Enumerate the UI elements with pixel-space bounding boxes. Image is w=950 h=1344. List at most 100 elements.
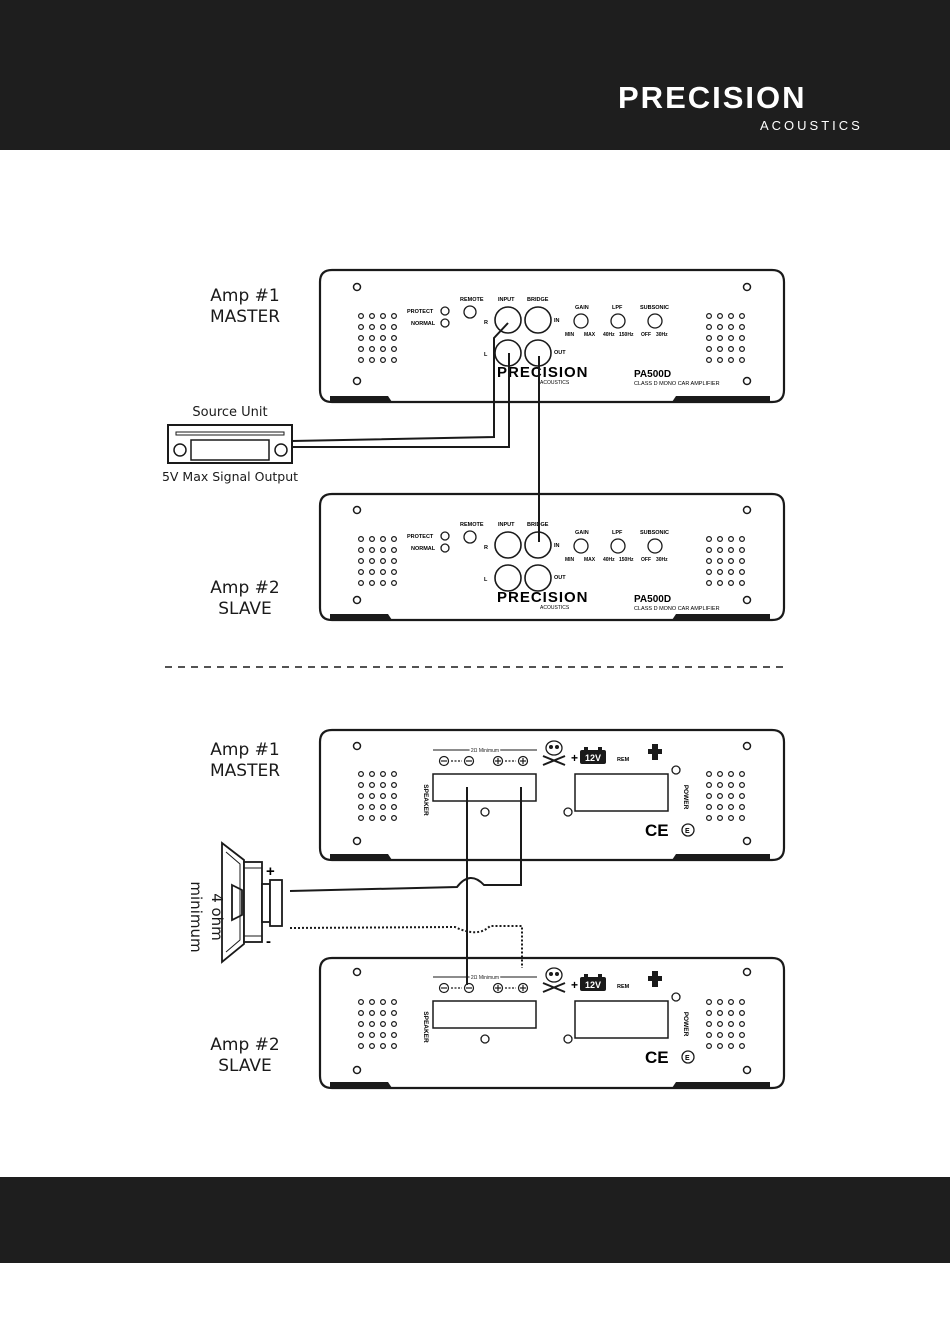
normal-label: NORMAL bbox=[411, 321, 436, 327]
remote-label: REMOTE bbox=[460, 297, 484, 303]
vent-hole bbox=[369, 579, 376, 586]
vent-hole bbox=[717, 324, 724, 331]
vent-grid bbox=[705, 312, 746, 363]
vent-hole bbox=[357, 324, 365, 331]
vent-hole bbox=[728, 356, 735, 363]
vent-grid bbox=[357, 312, 398, 363]
vent-hole bbox=[717, 793, 724, 800]
vent-hole bbox=[357, 1021, 365, 1028]
vent-hole bbox=[728, 535, 735, 543]
power-label: POWER bbox=[682, 785, 689, 810]
r-label: R bbox=[484, 320, 488, 326]
vent-hole bbox=[357, 814, 365, 821]
vent-hole bbox=[705, 1042, 713, 1049]
vent-hole bbox=[357, 335, 365, 342]
emark-label: E bbox=[685, 828, 690, 835]
ohm-min-label: 2Ω Minimum bbox=[471, 748, 499, 754]
bottom-amp2-number: Amp #2 bbox=[210, 1035, 280, 1055]
vent-grid bbox=[357, 998, 398, 1049]
vent-hole bbox=[739, 1032, 746, 1039]
ce-mark: CE bbox=[645, 821, 669, 840]
vent-hole bbox=[728, 1032, 735, 1039]
vent-hole bbox=[391, 998, 398, 1006]
vent-hole bbox=[717, 547, 724, 554]
vent-hole bbox=[739, 356, 746, 363]
vent-grid bbox=[705, 770, 746, 821]
vent-hole bbox=[391, 793, 398, 800]
top-amp1-role: MASTER bbox=[209, 307, 281, 327]
vent-hole bbox=[705, 558, 713, 565]
vent-hole bbox=[739, 782, 746, 789]
vent-hole bbox=[717, 579, 724, 586]
rem-label: REM bbox=[617, 757, 630, 763]
vent-hole bbox=[705, 324, 713, 331]
vent-hole bbox=[380, 1021, 387, 1028]
vent-hole bbox=[739, 312, 746, 320]
vent-hole bbox=[391, 335, 398, 342]
vent-hole bbox=[380, 346, 387, 353]
lpf-high-label: 150Hz bbox=[619, 332, 634, 338]
vent-hole bbox=[369, 312, 376, 320]
vent-hole bbox=[717, 356, 724, 363]
vent-hole bbox=[380, 535, 387, 543]
bridge-label: BRIDGE bbox=[527, 297, 549, 303]
vent-hole bbox=[728, 793, 735, 800]
vent-hole bbox=[717, 782, 724, 789]
vent-hole bbox=[369, 814, 376, 821]
sub-off-label: OFF bbox=[641, 332, 651, 338]
vent-hole bbox=[380, 782, 387, 789]
vent-hole bbox=[739, 558, 746, 565]
lpf-low-label: 40Hz bbox=[603, 332, 615, 338]
speaker-minus-label: - bbox=[266, 933, 271, 950]
vent-hole bbox=[391, 770, 398, 778]
vent-hole bbox=[717, 346, 724, 353]
vent-hole bbox=[705, 1010, 713, 1017]
vent-hole bbox=[369, 535, 376, 543]
vent-hole bbox=[369, 324, 376, 331]
ground-icon bbox=[648, 744, 662, 760]
bottom-amp1-number: Amp #1 bbox=[210, 740, 280, 760]
vent-hole bbox=[357, 770, 365, 778]
brand-sub: ACOUSTICS bbox=[760, 118, 863, 133]
vent-hole bbox=[739, 579, 746, 586]
vent-hole bbox=[728, 998, 735, 1006]
vent-hole bbox=[391, 312, 398, 320]
vent-hole bbox=[705, 579, 713, 586]
vent-hole bbox=[391, 558, 398, 565]
vent-hole bbox=[705, 346, 713, 353]
bottom-amp2-label: Amp #2 SLAVE bbox=[190, 1035, 300, 1077]
vent-hole bbox=[391, 1021, 398, 1028]
speaker-label: SPEAKER bbox=[422, 784, 429, 816]
out-label: OUT bbox=[554, 350, 566, 356]
brand-name: PRECISION bbox=[618, 80, 807, 115]
vent-hole bbox=[391, 535, 398, 543]
vent-hole bbox=[380, 1042, 387, 1049]
vent-hole bbox=[728, 1010, 735, 1017]
in-label: IN bbox=[554, 318, 560, 324]
vent-hole bbox=[717, 1042, 724, 1049]
amp1-rear-controls: SPEAKER 2Ω Minimum + 12V REM bbox=[422, 740, 695, 840]
vent-hole bbox=[380, 793, 387, 800]
vent-hole bbox=[728, 770, 735, 778]
vent-hole bbox=[391, 346, 398, 353]
vent-hole bbox=[369, 998, 376, 1006]
emark-icon bbox=[681, 823, 695, 837]
vent-hole bbox=[739, 1042, 746, 1049]
vent-hole bbox=[369, 793, 376, 800]
vent-hole bbox=[369, 1021, 376, 1028]
vent-hole bbox=[739, 324, 746, 331]
vent-hole bbox=[705, 335, 713, 342]
vent-hole bbox=[705, 535, 713, 543]
vent-hole bbox=[380, 335, 387, 342]
vent-hole bbox=[357, 793, 365, 800]
gain-label: GAIN bbox=[575, 305, 589, 311]
vent-hole bbox=[380, 356, 387, 363]
input-label: INPUT bbox=[498, 297, 515, 303]
speaker-impedance-label: 4 ohm minimum bbox=[187, 881, 226, 953]
vent-hole bbox=[728, 558, 735, 565]
vent-hole bbox=[717, 569, 724, 576]
vent-grid bbox=[705, 998, 746, 1049]
vent-hole bbox=[728, 312, 735, 320]
model-label: PA500D bbox=[634, 369, 671, 380]
vent-hole bbox=[357, 998, 365, 1006]
